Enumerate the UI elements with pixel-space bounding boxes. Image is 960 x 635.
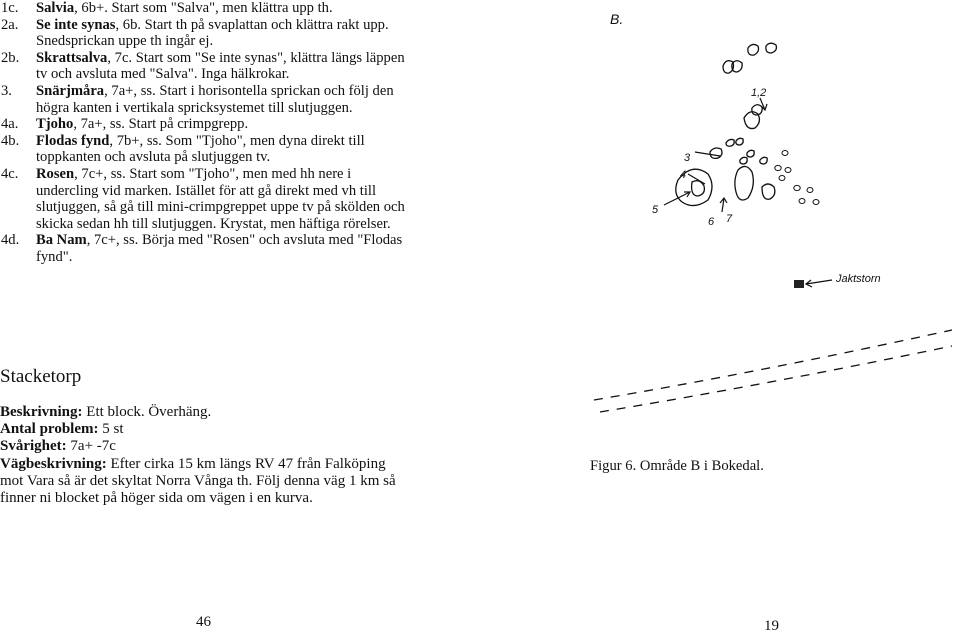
route-grade: , 7a+, ss. [104, 82, 156, 99]
route-name: Skrattsalva [36, 49, 108, 66]
map-label-5: 5 [652, 204, 659, 216]
figure-caption: Figur 6. Område B i Bokedal. [590, 458, 764, 474]
route-grade: , 7c+, ss. [86, 232, 139, 249]
info-value: Efter cirka 15 km längs RV 47 från Falkö… [0, 455, 396, 507]
jaktstorn-arrow [805, 279, 833, 285]
jaktstorn-marker [794, 280, 804, 288]
route-description: Börja med "Rosen" och avsluta med "Floda… [36, 232, 403, 265]
route-grade: , 6b. [115, 16, 142, 33]
route-item: 4a. Tjoho, 7a+, ss. Start på crimpgrepp. [0, 116, 410, 133]
area-map: B. [593, 11, 953, 413]
route-number: 2b. [1, 49, 20, 66]
route-number: 3. [1, 82, 12, 99]
route-number: 4c. [1, 165, 19, 182]
info-label: Beskrivning [0, 404, 78, 420]
info-value: Ett block. Överhäng. [82, 404, 212, 420]
route-description: Start th på svaplattan och klättra rakt … [36, 16, 389, 50]
road-lines [593, 329, 953, 413]
jaktstorn-label: Jaktstorn [835, 273, 881, 285]
route-number: 1c. [1, 0, 19, 16]
route-grade: , 7b+, ss. [109, 132, 162, 149]
route-list: 1c. Salvia, 6b+. Start som "Salva", men k… [0, 0, 410, 266]
route-description: Start på crimpgrepp. [124, 116, 249, 133]
map-label-7: 7 [726, 213, 733, 225]
map-label-4: 4 [680, 169, 686, 181]
page-number-right: 19 [764, 618, 779, 634]
info-line: Beskrivning: Ett block. Överhäng. [0, 404, 212, 420]
route-number: 4b. [1, 132, 20, 149]
route-name: Salvia [36, 0, 75, 16]
route-name: Rosen [36, 165, 75, 182]
route-description: Start som "Salva", men klättra upp th. [107, 0, 333, 16]
info-label: Svårighet [0, 438, 62, 455]
route-description: Start i horisontella sprickan och följ d… [36, 82, 394, 116]
route-number: 4d. [1, 232, 20, 249]
route-name: Ba Nam [36, 232, 87, 249]
route-grade: , 7a+, ss. [73, 116, 125, 133]
info-value: 7a+ -7c [66, 438, 116, 455]
info-line: Svårighet: 7a+ -7c [0, 438, 116, 455]
route-item: 2b. Skrattsalva, 7c. Start som "Se inte s… [0, 50, 410, 83]
map-area-letter: B. [610, 11, 623, 27]
area-title: Stacketorp [0, 366, 82, 387]
route-name: Flodas fynd [36, 132, 110, 149]
route-arrows [663, 97, 768, 213]
route-name: Se inte synas [36, 16, 116, 33]
map-label-1-2: 1,2 [751, 87, 766, 99]
map-label-6: 6 [708, 216, 715, 228]
info-value: 5 st [98, 421, 124, 438]
info-line: Antal problem: 5 st [0, 421, 124, 438]
info-label: Vägbeskrivning [0, 455, 102, 472]
boulder-outlines [675, 42, 778, 207]
route-item: 4c. Rosen, 7c+, ss. Start som "Tjoho", me… [0, 166, 410, 232]
route-item: 1c. Salvia, 6b+. Start som "Salva", men k… [0, 0, 410, 17]
route-grade: , 7c+, ss. [74, 165, 126, 182]
route-description: Start som "Tjoho", men med hh nere i und… [36, 165, 405, 232]
route-number: 2a. [1, 16, 19, 33]
route-item: 3. Snärjmåra, 7a+, ss. Start i horisontel… [0, 83, 410, 116]
route-name: Tjoho [36, 116, 74, 133]
route-item: 4b. Flodas fynd, 7b+, ss. Som "Tjoho", me… [0, 133, 410, 166]
pebbles [774, 150, 820, 205]
route-grade: , 6b+. [74, 0, 108, 16]
route-grade: , 7c. [107, 49, 133, 66]
route-description: Som "Tjoho", men dyna direkt till toppka… [36, 132, 365, 166]
route-item: 4d. Ba Nam, 7c+, ss. Börja med "Rosen" oc… [0, 232, 410, 265]
route-number: 4a. [1, 116, 19, 133]
route-description: Start som "Se inte synas", klättra längs… [36, 49, 405, 83]
info-line: Vägbeskrivning: Efter cirka 15 km längs … [0, 455, 396, 507]
info-label: Antal problem [0, 421, 94, 438]
route-item: 2a. Se inte synas, 6b. Start th på svapla… [0, 17, 410, 50]
area-info: Beskrivning: Ett block. Överhäng. Antal … [0, 404, 400, 507]
route-name: Snärjmåra [36, 82, 105, 99]
map-label-3: 3 [684, 152, 691, 164]
page-number-left: 46 [196, 614, 211, 630]
